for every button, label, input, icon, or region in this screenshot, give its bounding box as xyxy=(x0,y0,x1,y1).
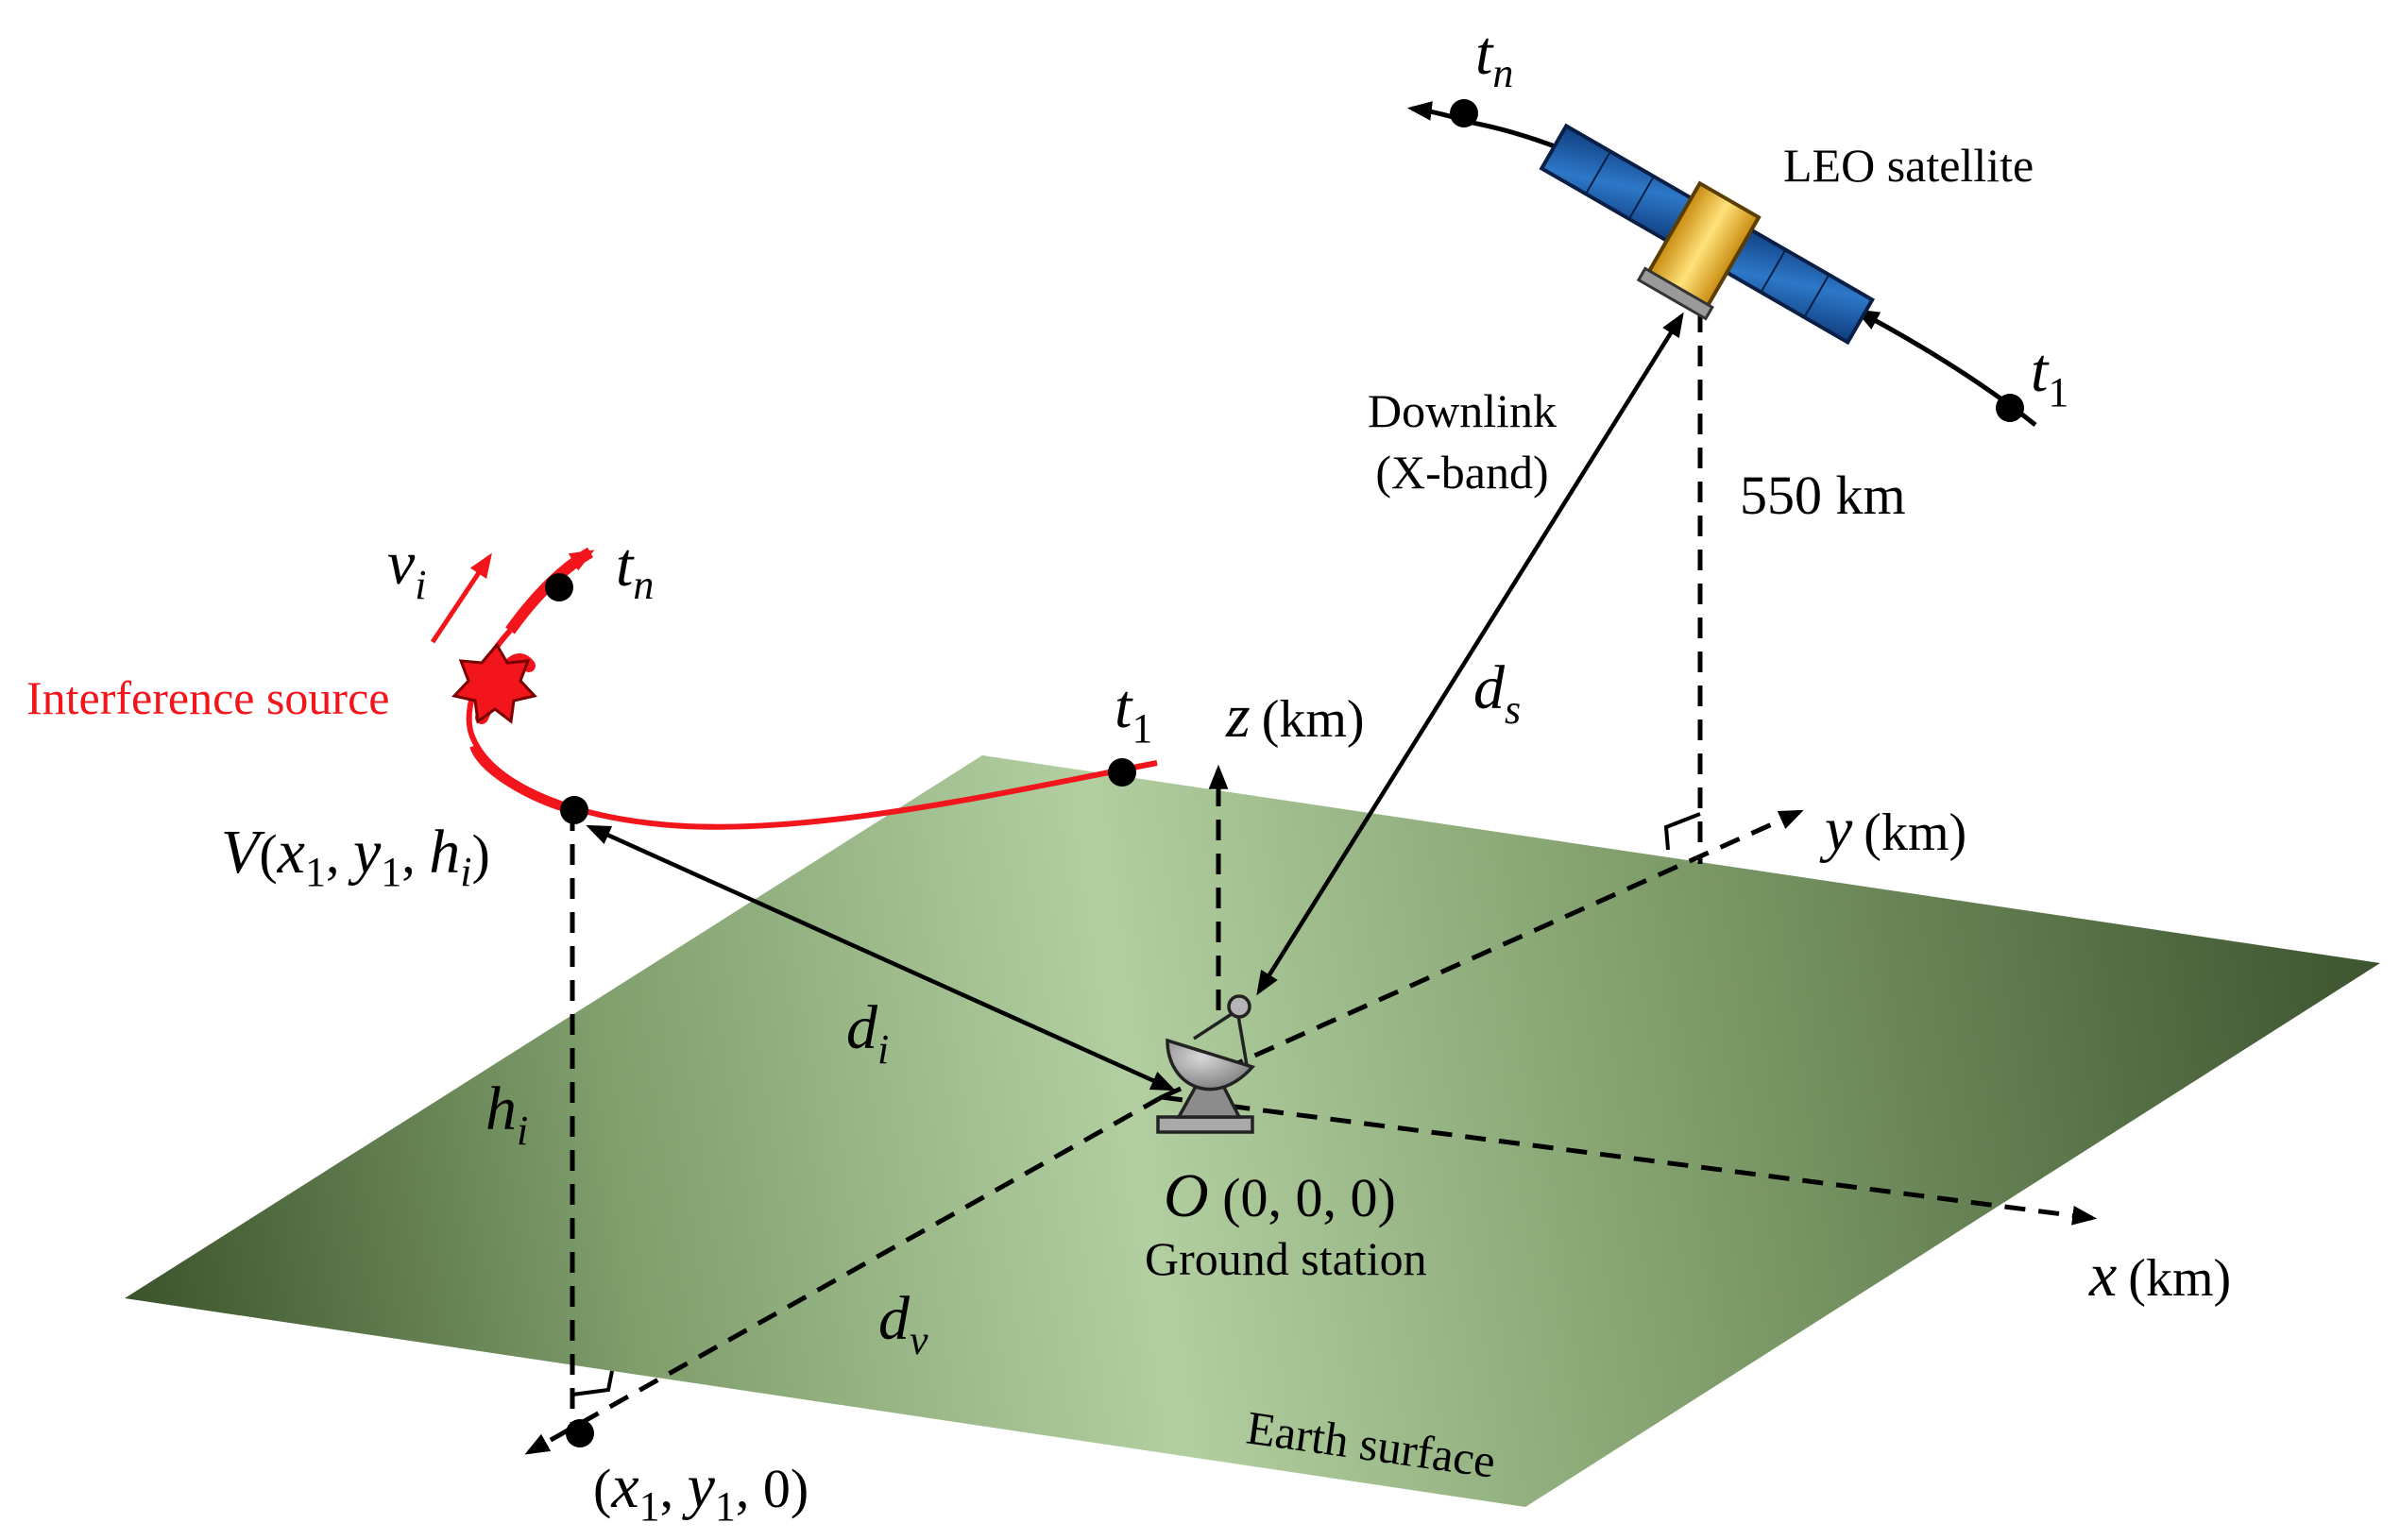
interference-source-label: Interference source xyxy=(26,671,389,724)
z-axis-label: z(km) xyxy=(1225,682,1365,751)
downlink-label: Downlink xyxy=(1368,384,1557,437)
point-v xyxy=(560,796,588,824)
interference-tn-label: tn xyxy=(616,531,654,608)
altitude-label: 550 km xyxy=(1740,465,1906,526)
satellite-label: LEO satellite xyxy=(1783,139,2034,192)
velocity-arrow xyxy=(430,552,492,644)
x-axis-line xyxy=(1161,1094,2098,1226)
hi-label: hi xyxy=(485,1075,528,1154)
ground-station-label: Ground station xyxy=(1145,1232,1427,1285)
interference-source-star xyxy=(451,642,537,724)
ground-projection-label: (x1, y1, 0) xyxy=(593,1452,809,1530)
xband-label: (X-band) xyxy=(1375,446,1548,499)
dv-label: dv xyxy=(878,1284,928,1363)
interference-trajectory xyxy=(466,547,1158,830)
y-axis-label: y(km) xyxy=(1819,795,1966,864)
ground-station-dish xyxy=(1156,994,1256,1134)
origin-label: O (0, 0, 0) xyxy=(1164,1161,1396,1230)
satellite-t1-label: t1 xyxy=(2031,336,2068,415)
satellite-point-tn xyxy=(1450,99,1478,127)
point-ground-projection xyxy=(566,1419,594,1447)
satellite-tn-label: tn xyxy=(1475,19,1513,96)
ds-label: ds xyxy=(1473,653,1521,733)
distance-arrows xyxy=(586,312,1684,1092)
trajectory-points xyxy=(545,99,2024,1447)
y-axis-negative-line xyxy=(524,1094,1164,1455)
di-label: di xyxy=(846,993,889,1073)
interference-distance-arrow xyxy=(586,824,1176,1092)
interference-point-tn xyxy=(545,573,573,601)
x-axis-label: x(km) xyxy=(2088,1241,2231,1310)
leo-satellite xyxy=(1539,123,1876,346)
downlink-arrow xyxy=(1256,312,1684,996)
satellite-point-t1 xyxy=(1996,394,2024,422)
interference-t1-label: t1 xyxy=(1115,672,1152,752)
vi-label: vi xyxy=(387,529,427,608)
point-v-label: V(x1, y1, hi) xyxy=(221,818,490,895)
interference-point-t1 xyxy=(1108,758,1136,787)
